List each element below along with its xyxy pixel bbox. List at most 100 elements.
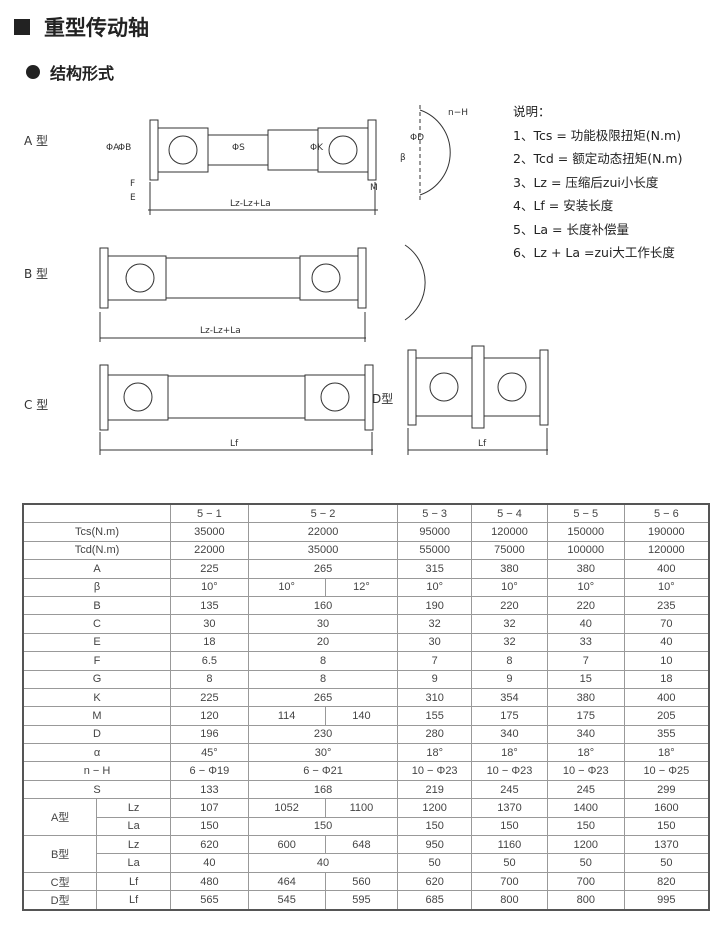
subtitle-text: 结构形式	[50, 64, 115, 83]
table-cell: 400	[623, 559, 710, 579]
table-cell: 245	[471, 779, 548, 800]
phi-b-label: ΦB	[118, 143, 131, 153]
table-cell: 150	[471, 816, 548, 837]
square-bullet-icon	[14, 19, 30, 35]
table-cell: 160	[247, 595, 399, 616]
row-label: D	[22, 724, 171, 745]
table-cell: 10°	[546, 577, 625, 597]
table-cell: 18°	[546, 743, 625, 763]
table-cell: 175	[471, 706, 548, 726]
table-cell: 40	[247, 853, 399, 873]
table-cell: 230	[247, 724, 399, 745]
table-cell: 190	[397, 595, 473, 616]
table-cell: 30	[397, 632, 473, 653]
type-c-drawing	[99, 364, 374, 455]
table-cell: 310	[397, 687, 473, 708]
dim-a: Lz-Lz+La	[230, 199, 271, 209]
row-label: A	[22, 559, 171, 579]
table-cell: 380	[471, 559, 548, 579]
page-title: 重型传动轴	[14, 12, 149, 42]
table-cell: 6.5	[170, 651, 249, 671]
table-cell: 50	[546, 853, 625, 873]
column-header: 5 − 5	[546, 503, 625, 524]
table-cell: 6 − Φ21	[247, 761, 399, 781]
table-cell: 225	[170, 687, 249, 708]
column-header: 5 − 2	[247, 503, 399, 524]
table-cell: 120000	[623, 540, 710, 561]
table-cell: 45°	[170, 743, 249, 763]
row-label: F	[22, 651, 171, 671]
column-header: 5 − 4	[471, 503, 548, 524]
table-cell: 545	[247, 890, 326, 911]
table-cell: 32	[471, 614, 548, 634]
e-label: E	[130, 193, 136, 203]
table-cell: 22000	[247, 522, 399, 542]
table-cell: 685	[397, 890, 473, 911]
table-cell: 10°	[247, 577, 326, 597]
table-cell: 10 − Φ23	[471, 761, 548, 781]
table-cell: 15	[546, 669, 625, 689]
table-cell: 7	[397, 651, 473, 671]
table-cell: 9	[397, 669, 473, 689]
table-cell: 120	[170, 706, 249, 726]
table-cell: 50	[623, 853, 710, 873]
table-cell: 10°	[471, 577, 548, 597]
table-cell: 560	[324, 871, 399, 892]
table-cell: 299	[623, 779, 710, 800]
table-cell: 35000	[170, 522, 249, 542]
table-cell: 50	[471, 853, 548, 873]
type-d-drawing	[407, 345, 549, 455]
row-label: G	[22, 669, 171, 689]
table-cell: 220	[546, 595, 625, 616]
table-cell: 18°	[471, 743, 548, 763]
table-cell: 168	[247, 779, 399, 800]
table-cell: 75000	[471, 540, 548, 561]
table-cell: 354	[471, 687, 548, 708]
table-cell: 30	[170, 614, 249, 634]
row-group-label: C型	[22, 871, 98, 892]
row-label: Tcd(N.m)	[22, 540, 171, 561]
table-cell: 70	[623, 614, 710, 634]
dim-c: Lf	[230, 439, 239, 449]
table-cell: 950	[397, 835, 473, 855]
table-cell: 150	[546, 816, 625, 837]
table-cell: 355	[623, 724, 710, 745]
phi-k-label: ΦK	[310, 143, 324, 153]
table-cell: 800	[471, 890, 548, 911]
table-cell: 40	[546, 614, 625, 634]
table-cell: 196	[170, 724, 249, 745]
table-cell: 150	[247, 816, 399, 837]
table-cell: 1200	[546, 835, 625, 855]
row-group-label: A型	[22, 798, 98, 837]
row-label: α	[22, 743, 171, 763]
table-cell: 595	[324, 890, 399, 911]
row-group-label: B型	[22, 835, 98, 873]
row-label: S	[22, 779, 171, 800]
notes: 说明： 1、Tcs = 功能极限扭矩(N.m) 2、Tcd = 额定动态扭矩(N…	[513, 100, 682, 265]
table-cell: 18	[623, 669, 710, 689]
table-cell: 245	[546, 779, 625, 800]
table-cell: 10 − Φ25	[623, 761, 710, 781]
type-b-drawing	[99, 244, 426, 342]
table-cell: 10°	[397, 577, 473, 597]
table-cell: 1100	[324, 798, 399, 818]
table-cell: 10°	[170, 577, 249, 597]
table-cell: 30°	[247, 743, 399, 763]
table-cell: 1052	[247, 798, 326, 818]
table-cell: 235	[623, 595, 710, 616]
table-cell: 265	[247, 687, 399, 708]
note-item: 4、Lf = 安装长度	[513, 198, 614, 213]
note-item: 6、Lz + La =zui大工作长度	[513, 245, 675, 260]
table-cell: 1400	[546, 798, 625, 818]
column-header: 5 − 1	[170, 503, 249, 524]
